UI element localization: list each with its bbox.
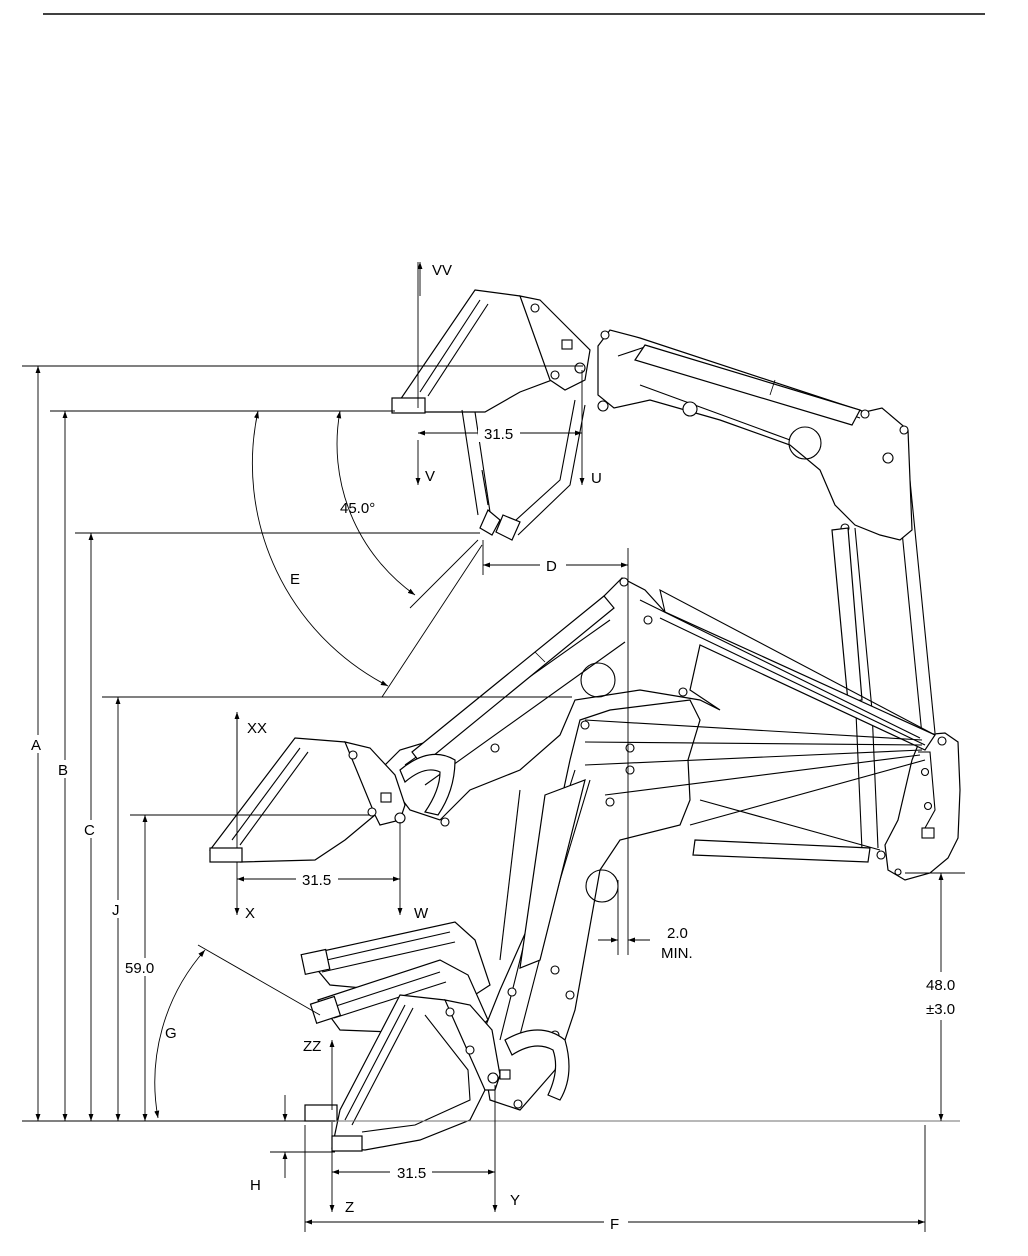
- label-j: J: [112, 902, 120, 919]
- label-x: X: [245, 905, 255, 922]
- label-v: V: [425, 468, 435, 485]
- label-h: H: [250, 1177, 261, 1194]
- label-u: U: [591, 470, 602, 487]
- dimension-labels: VV V U 31.5 45.0° E D XX X 31.5 W A B C …: [25, 262, 962, 1233]
- dim-arc-g: [154, 949, 206, 1119]
- label-mid-width: 31.5: [302, 872, 331, 889]
- dimension-geometry: [22, 262, 965, 1232]
- label-clearance-value: 2.0: [667, 925, 688, 942]
- label-y: Y: [510, 1192, 520, 1209]
- label-b: B: [58, 762, 68, 779]
- label-clearance-note: MIN.: [661, 945, 693, 962]
- label-c: C: [84, 822, 95, 839]
- label-f: F: [610, 1216, 619, 1233]
- label-mount-height: 48.0: [926, 977, 955, 994]
- loader-linework: [209, 289, 961, 1152]
- label-z: Z: [345, 1199, 354, 1216]
- label-low-width: 31.5: [397, 1165, 426, 1182]
- label-top-width: 31.5: [484, 426, 513, 443]
- mount-bracket: [884, 732, 961, 881]
- label-e: E: [290, 571, 300, 588]
- dim-arc-e: [251, 410, 389, 687]
- label-dump-angle: 45.0°: [340, 500, 375, 517]
- label-59: 59.0: [125, 960, 154, 977]
- mid-boom-arm: [379, 577, 936, 821]
- label-w: W: [414, 905, 429, 922]
- lowered-boom-arm: [479, 699, 701, 1111]
- label-a: A: [31, 737, 41, 754]
- label-zz: ZZ: [303, 1038, 321, 1055]
- label-xx: XX: [247, 720, 267, 737]
- label-g: G: [165, 1025, 177, 1042]
- label-vv: VV: [432, 262, 452, 279]
- label-mount-tolerance: ±3.0: [926, 1001, 955, 1018]
- label-d: D: [546, 558, 557, 575]
